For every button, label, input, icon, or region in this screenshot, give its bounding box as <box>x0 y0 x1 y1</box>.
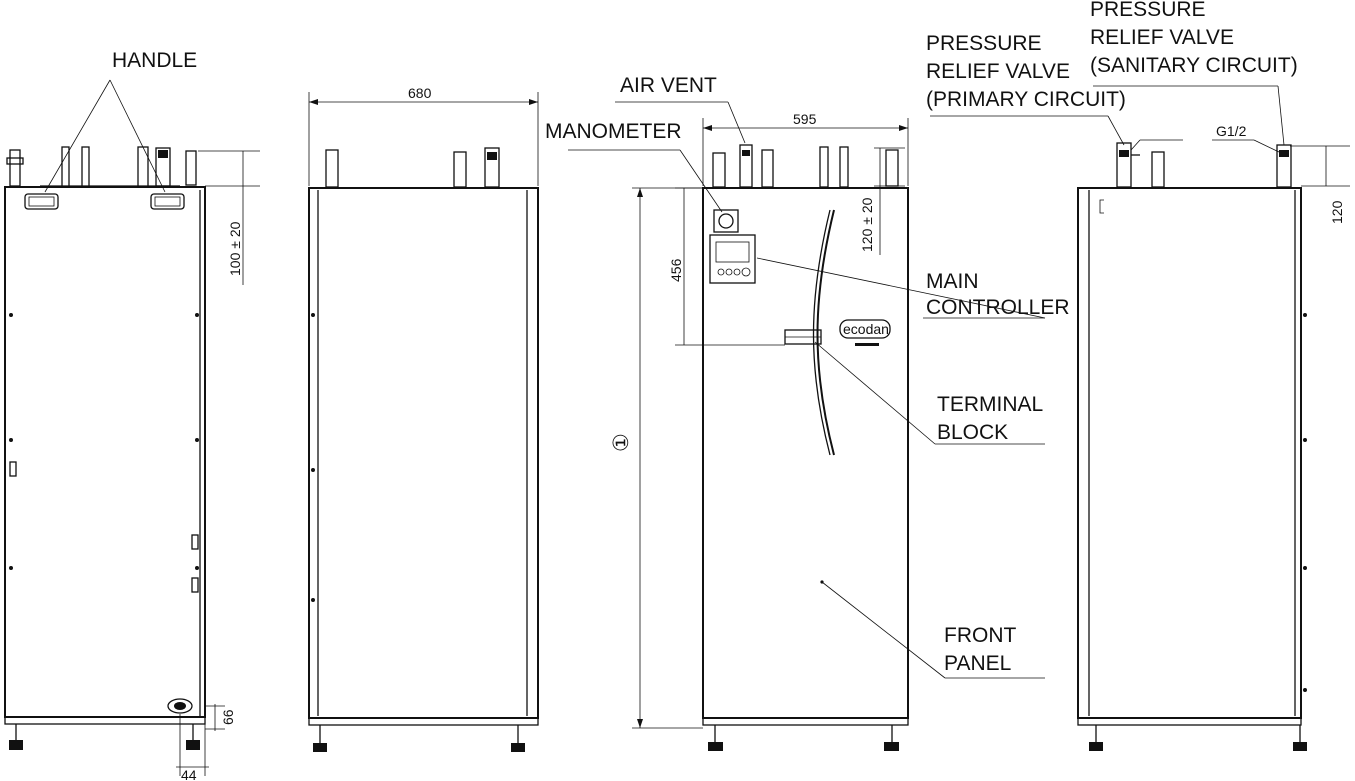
side-view <box>308 92 539 752</box>
main-controller <box>709 234 756 284</box>
left-view-cabinet <box>4 186 206 718</box>
label-prv-sanitary-line2: RELIEF VALVE <box>1090 26 1234 49</box>
label-terminal-block-line1: TERMINAL <box>937 393 1043 416</box>
foot <box>9 740 23 750</box>
label-prv-sanitary-line1: PRESSURE <box>1090 0 1206 21</box>
label-prv-primary-line1: PRESSURE <box>926 32 1042 55</box>
front-panel <box>702 187 909 719</box>
brand-text: ecodan <box>843 321 889 337</box>
label-front-panel-line1: FRONT <box>944 624 1016 647</box>
label-terminal-block-line2: BLOCK <box>937 421 1008 444</box>
label-main-controller-line2: CONTROLLER <box>926 296 1070 319</box>
handle-right <box>150 193 185 210</box>
label-prv-sanitary-line3: (SANITARY CIRCUIT) <box>1090 54 1298 77</box>
dim-overall-height: ① <box>610 433 633 452</box>
manometer <box>713 209 739 233</box>
label-main-controller-line1: MAIN <box>926 270 979 293</box>
foot <box>186 740 200 750</box>
left-side-view <box>4 79 260 776</box>
label-prv-primary-line3: (PRIMARY CIRCUIT) <box>926 88 1126 111</box>
label-air-vent: AIR VENT <box>620 74 717 97</box>
dim-bottom-fitting: 66 <box>220 709 236 725</box>
brand-badge <box>839 319 891 339</box>
dim-handle-height: 100 ± 20 <box>227 221 243 276</box>
handle-left <box>24 193 59 210</box>
dim-thread: G1/2 <box>1216 123 1247 139</box>
right-side-view <box>930 85 1350 751</box>
dim-depth: 680 <box>408 85 432 101</box>
label-prv-primary-line2: RELIEF VALVE <box>926 60 1070 83</box>
label-front-panel-line2: PANEL <box>944 652 1011 675</box>
dim-top-fitting-height: 120 ± 20 <box>859 197 875 252</box>
side-view-cabinet <box>308 187 539 719</box>
label-manometer: MANOMETER <box>545 120 682 143</box>
door-curve <box>816 209 835 456</box>
dim-side-fitting: 120 <box>1329 200 1345 224</box>
dim-controller-height: 456 <box>668 258 684 282</box>
right-view-cabinet <box>1077 187 1302 719</box>
dim-width: 595 <box>793 111 817 127</box>
prv-primary-fitting <box>1116 142 1132 188</box>
front-view: ecodan <box>568 101 1046 751</box>
dim-bottom-offset: 44 <box>181 767 197 781</box>
label-handle: HANDLE <box>112 49 197 72</box>
air-vent-fitting <box>739 144 753 188</box>
